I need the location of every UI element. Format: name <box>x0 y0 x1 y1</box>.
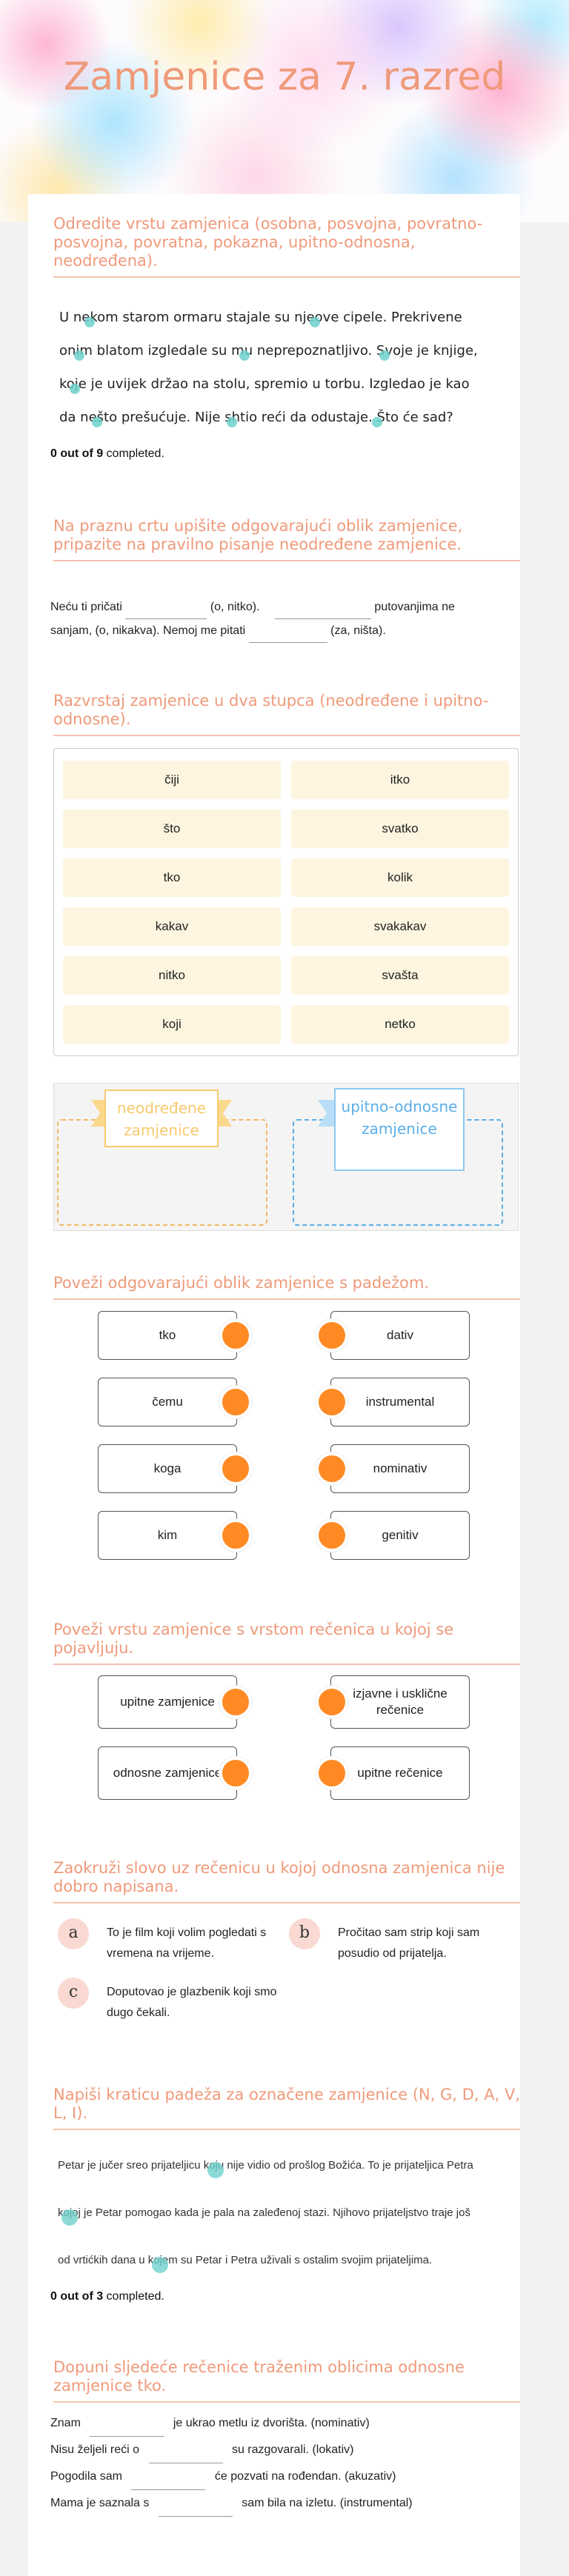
paragraph-line: kojoj je Petar pomogao kada je pala na z… <box>58 2189 514 2237</box>
case-input-dot[interactable] <box>151 2257 168 2274</box>
match-connector-knob[interactable] <box>316 1519 348 1552</box>
draggable-chip[interactable]: nitko <box>63 956 281 995</box>
draggable-chip[interactable]: čiji <box>63 761 281 799</box>
section-heading-pronoun-types: Odredite vrstu zamjenica (osobna, posvoj… <box>53 215 520 278</box>
option-letter-c[interactable]: c <box>58 1978 89 2009</box>
paragraph-line: Petar je jučer sreo prijateljicu koju ni… <box>58 2142 514 2189</box>
match-connector-knob[interactable] <box>219 1686 252 1718</box>
match-left-item[interactable]: tko <box>98 1311 237 1360</box>
blank-input[interactable] <box>248 628 327 643</box>
blank-input[interactable] <box>148 2449 223 2463</box>
word-select-dot[interactable] <box>69 384 80 394</box>
word-select-dot[interactable] <box>371 417 382 427</box>
match-connector-knob[interactable] <box>219 1452 252 1485</box>
draggable-chip[interactable]: što <box>63 810 281 848</box>
case-paragraph: Petar je jučer sreo prijateljicu koju ni… <box>58 2142 514 2284</box>
draggable-chip[interactable]: koji <box>63 1005 281 1044</box>
sort-chip-pool: čiji itko što svatko tko kolik kakav sva… <box>53 748 519 1056</box>
word-select-dot[interactable] <box>91 417 102 427</box>
case-input-dot[interactable] <box>61 2209 78 2226</box>
match-connector-knob[interactable] <box>219 1519 252 1552</box>
relative-fill-in: Znam je ukrao metlu iz dvorišta. (nomina… <box>50 2410 517 2517</box>
match-connector-knob[interactable] <box>316 1319 348 1352</box>
section-heading-match-sentence: Poveži vrstu zamjenice s vrstom rečenica… <box>53 1621 520 1665</box>
progress-text: 0 out of 9 completed. <box>50 447 164 460</box>
word-select-dot[interactable] <box>309 317 320 327</box>
section-heading-fill-in: Na praznu crtu upišite odgovarajući obli… <box>53 517 520 561</box>
page-title: Zamjenice za 7. razred <box>63 55 506 99</box>
draggable-chip[interactable]: svakakav <box>291 907 509 946</box>
fill-row: Znam je ukrao metlu iz dvorišta. (nomina… <box>50 2410 517 2437</box>
match-right-item[interactable]: nominativ <box>330 1444 470 1493</box>
blank-input[interactable] <box>90 2422 164 2437</box>
match-left-item[interactable]: odnosne zamjenice <box>98 1746 237 1800</box>
option-text[interactable]: Doputovao je glazbenik koji smo dugo ček… <box>107 1986 277 2019</box>
draggable-chip[interactable]: tko <box>63 858 281 897</box>
match-connector-knob[interactable] <box>219 1386 252 1418</box>
blank-input[interactable] <box>274 604 371 619</box>
paragraph-line: U nekom starom ormaru stajale su njeove … <box>59 301 511 334</box>
option-letter-a[interactable]: a <box>58 1918 89 1949</box>
draggable-chip[interactable]: netko <box>291 1005 509 1044</box>
match-left-item[interactable]: kim <box>98 1511 237 1560</box>
fill-row: Pogodila sam će pozvati na rođendan. (ak… <box>50 2463 517 2490</box>
section-heading-sort: Razvrstaj zamjenice u dva stupca (neodre… <box>53 692 520 736</box>
blank-input[interactable] <box>158 2502 233 2517</box>
section-heading-choose: Zaokruži slovo uz rečenicu u kojoj odnos… <box>53 1859 520 1903</box>
word-select-dot[interactable] <box>379 350 390 361</box>
section-heading-relative-tko: Dopuni sljedeće rečenice traženim oblici… <box>53 2358 520 2403</box>
bucket-label-interrogative: upitno-odnosne zamjenice <box>334 1088 465 1171</box>
match-connector-knob[interactable] <box>316 1386 348 1418</box>
fill-in-paragraph: Neću ti pričati (o, nitko). putovanjima … <box>50 595 517 643</box>
match-right-item[interactable]: genitiv <box>330 1511 470 1560</box>
match-right-item[interactable]: upitne rečenice <box>330 1746 470 1800</box>
fill-row: Nisu željeli reći o su razgovarali. (lok… <box>50 2437 517 2463</box>
option-letter-b[interactable]: b <box>289 1918 320 1949</box>
match-left-item[interactable]: upitne zamjenice <box>98 1675 237 1729</box>
match-left-item[interactable]: koga <box>98 1444 237 1493</box>
match-connector-knob[interactable] <box>316 1452 348 1485</box>
paragraph-line: onim blatom izgledale su mu neprepoznatl… <box>59 334 511 367</box>
header-watercolor-banner <box>0 0 569 222</box>
word-select-dot[interactable] <box>239 350 250 361</box>
case-input-dot[interactable] <box>207 2162 224 2179</box>
paragraph-line: od vrtićkih dana u kojem su Petar i Petr… <box>58 2237 514 2284</box>
fill-row: Mama je saznala s sam bila na izletu. (i… <box>50 2490 517 2517</box>
word-select-dot[interactable] <box>226 417 237 427</box>
match-connector-knob[interactable] <box>219 1757 252 1789</box>
paragraph-line: da nešto prešućuje. Nije shtio reći da o… <box>59 401 511 434</box>
option-text[interactable]: To je film koji volim pogledati s vremen… <box>107 1926 267 1960</box>
blank-input[interactable] <box>125 604 207 619</box>
section-heading-case-abbrev: Napiši kraticu padeža za označene zamjen… <box>53 2086 520 2130</box>
match-connector-knob[interactable] <box>316 1686 348 1718</box>
match-right-item[interactable]: instrumental <box>330 1378 470 1427</box>
section-heading-match-case: Poveži odgovarajući oblik zamjenice s pa… <box>53 1274 520 1300</box>
match-connector-knob[interactable] <box>316 1757 348 1789</box>
draggable-chip[interactable]: kolik <box>291 858 509 897</box>
progress-text: 0 out of 3 completed. <box>50 2290 164 2303</box>
draggable-chip[interactable]: itko <box>291 761 509 799</box>
option-text[interactable]: Pročitao sam strip koji sam posudio od p… <box>338 1926 480 1960</box>
match-connector-knob[interactable] <box>219 1319 252 1352</box>
paragraph-line: koje je uvijek držao na stolu, spremio u… <box>59 367 511 401</box>
match-right-item[interactable]: izjavne i uskličnе rečenice <box>330 1675 470 1729</box>
blank-input[interactable] <box>131 2475 206 2490</box>
draggable-chip[interactable]: svašta <box>291 956 509 995</box>
bucket-label-indefinite: neodređene zamjenice <box>104 1090 219 1147</box>
draggable-chip[interactable]: kakav <box>63 907 281 946</box>
highlight-paragraph: U nekom starom ormaru stajale su njeove … <box>59 301 511 434</box>
match-right-item[interactable]: dativ <box>330 1311 470 1360</box>
sort-buckets: neodređene zamjenice upitno-odnosne zamj… <box>53 1083 519 1231</box>
word-select-dot[interactable] <box>74 350 85 361</box>
draggable-chip[interactable]: svatko <box>291 810 509 848</box>
word-select-dot[interactable] <box>84 317 96 327</box>
match-left-item[interactable]: čemu <box>98 1378 237 1427</box>
